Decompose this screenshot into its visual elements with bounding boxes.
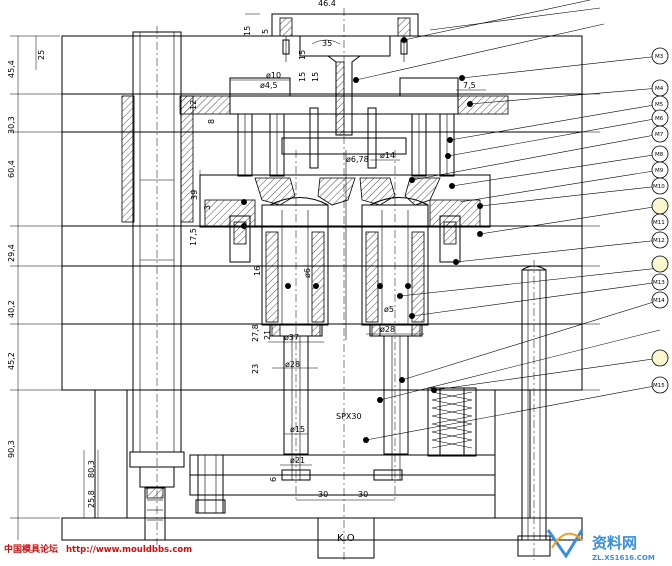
center-lines [156,8,535,560]
watermark-site-name: 中国模具论坛 [4,543,58,555]
balloon-m12-label: M12 [653,238,665,244]
dim-15-a: 15 [243,26,252,36]
dim-3: 3 [203,205,212,210]
dim-30-left: 30 [318,490,328,499]
dim-6: 6 [269,477,278,482]
dim-21: 21 [263,330,272,340]
dim-90-3: 90,3 [7,440,16,458]
inner-dimensions: 46.4 15 5 15 15 15 35 ø10 ø4,5 7,5 12 8 … [189,0,486,501]
dim-30-right: 30 [358,490,368,499]
dim-12: 12 [189,100,198,110]
balloon-m4-label: M4 [655,86,664,92]
dim-7-5: 7,5 [463,81,476,90]
dim-16: 16 [253,266,262,276]
dim-39: 39 [190,190,199,200]
watermark-left: 中国模具论坛 http://www.mouldbbs.com [4,543,192,555]
dim-25: 25 [37,50,46,60]
dim-phi14: ø14 [380,151,395,160]
dim-5: 5 [261,29,270,34]
dim-35: 35 [322,39,332,48]
balloon-m9-label: M9 [655,168,664,174]
balloon-m13-label: M13 [653,280,665,286]
watermark-logo: 资料网 ZL.XS1616.COM [546,529,655,562]
dim-15-d: 15 [311,72,320,82]
dim-25-8: 25,8 [87,490,96,508]
ko-hole: K.O [317,517,375,559]
sprue-locating-ring [271,13,419,136]
dim-17-5: 17,5 [189,228,198,246]
dim-phi28-right: ø28 [380,325,395,334]
dim-phi5: ø5 [384,305,394,314]
core-inserts [261,150,429,481]
spring-label: SPX30 [336,412,362,421]
dim-top: 46.4 [318,0,336,8]
dim-phi4-5: ø4,5 [260,81,278,90]
balloon-m3-label: M3 [655,54,664,60]
dim-phi28-left: ø28 [285,360,300,369]
dim-phi10: ø10 [266,71,281,80]
dim-45-2: 45,2 [7,352,16,370]
left-dimensions: 45,4 25 30,3 60,4 29,4 40,2 45,2 90,3 80… [7,36,99,540]
balloon-m6-label: M6 [655,116,664,122]
guide-pillar-left [121,31,226,541]
cavity-inserts [199,174,491,263]
balloon-m15-label: M15 [653,383,665,389]
dim-23: 23 [251,364,260,374]
dim-8: 8 [207,119,216,124]
ko-label: K.O [337,533,355,544]
dim-80-3: 80,3 [87,460,96,478]
dim-phi6: ø6 [303,268,312,278]
dim-15-c: 15 [298,72,307,82]
dim-15-b: 15 [298,50,307,60]
dim-phi6-78: ø6,78 [346,155,369,164]
leader-dots [241,37,483,443]
dim-phi37: ø37 [284,333,299,342]
dim-phi15: ø15 [290,425,305,434]
dim-60-4: 60,4 [7,160,16,178]
part-balloons: M3 M4 M5 M6 M7 M8 M9 M10 M11 M12 M13 M14… [651,47,669,394]
dim-phi21: ø21 [290,456,305,465]
balloon-m11-label: M11 [653,220,665,226]
balloon-m3 [651,47,669,65]
balloon-m5-label: M5 [655,102,664,108]
balloon-m7-label: M7 [655,132,664,138]
balloon-m10-label: M10 [653,184,665,190]
dim-29-4: 29,4 [7,244,16,262]
dim-45-4: 45,4 [7,60,16,78]
balloon-m8-label: M8 [655,152,664,158]
runner-plate [179,77,509,177]
logo-text: 资料网 [592,534,637,552]
leader-lines [355,0,661,441]
dim-30-3: 30,3 [7,116,16,134]
dim-27-8: 27,8 [251,324,260,342]
dim-40-2: 40,2 [7,300,16,318]
watermark-url: http://www.mouldbbs.com [66,545,192,555]
logo-subtext: ZL.XS1616.COM [592,554,655,562]
balloon-m14-label: M14 [653,298,665,304]
ejector-spring: SPX30 [336,387,477,457]
